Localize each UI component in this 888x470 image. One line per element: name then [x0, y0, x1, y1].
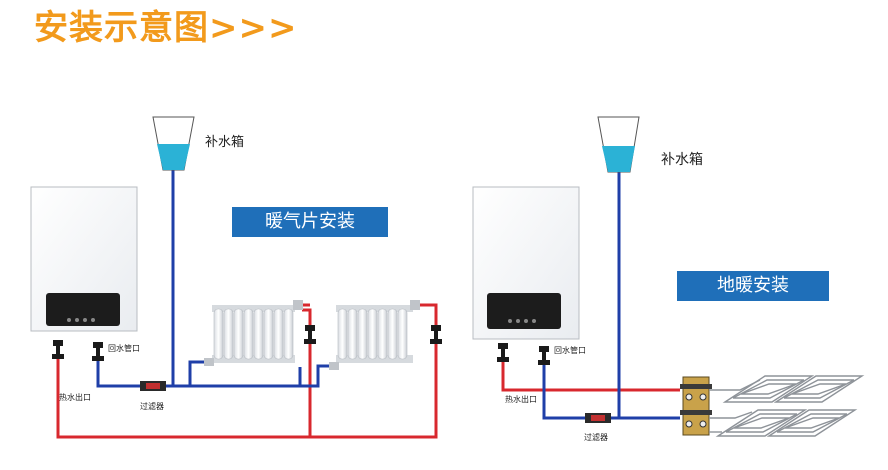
- right-outlet-label: 热水出口: [505, 395, 537, 404]
- left-filter-label: 过滤器: [140, 402, 164, 411]
- right-filter-icon: [585, 413, 611, 423]
- right-return-label: 回水管口: [554, 346, 586, 355]
- floor-heating-coils: [709, 375, 865, 437]
- left-outlet-label: 热水出口: [59, 393, 91, 402]
- radiator-1-valve-icon: [304, 325, 316, 344]
- right-cold-pipes: [542, 172, 680, 420]
- left-return-label: 回水管口: [108, 344, 140, 353]
- left-tank-label: 补水箱: [205, 135, 245, 150]
- left-return-valve-icon: [92, 342, 104, 361]
- left-boiler: [30, 186, 138, 332]
- left-hot-valve-icon: [52, 340, 64, 359]
- radiator-install-banner: 暖气片安装: [232, 207, 388, 237]
- page-title: 安装示意图>>>: [34, 8, 298, 48]
- radiator-1: [204, 300, 303, 366]
- floor-heating-install-banner: 地暖安装: [677, 271, 829, 301]
- right-boiler-display: [487, 293, 561, 329]
- right-filter-label: 过滤器: [584, 433, 608, 442]
- right-boiler: [472, 186, 580, 340]
- right-tank-label: 补水箱: [661, 152, 703, 168]
- left-water-tank: [152, 116, 195, 171]
- left-cold-pipes: [96, 170, 331, 388]
- radiator-2-valve-icon: [430, 325, 442, 344]
- radiator-2: [329, 300, 420, 370]
- left-filter-icon: [140, 381, 166, 391]
- floor-heating-manifold: [680, 376, 712, 436]
- right-water-tank: [597, 116, 640, 173]
- right-hot-valve-icon: [497, 343, 509, 362]
- right-hot-pipes: [501, 355, 680, 392]
- right-return-valve-icon: [538, 346, 550, 365]
- left-boiler-display: [46, 293, 120, 326]
